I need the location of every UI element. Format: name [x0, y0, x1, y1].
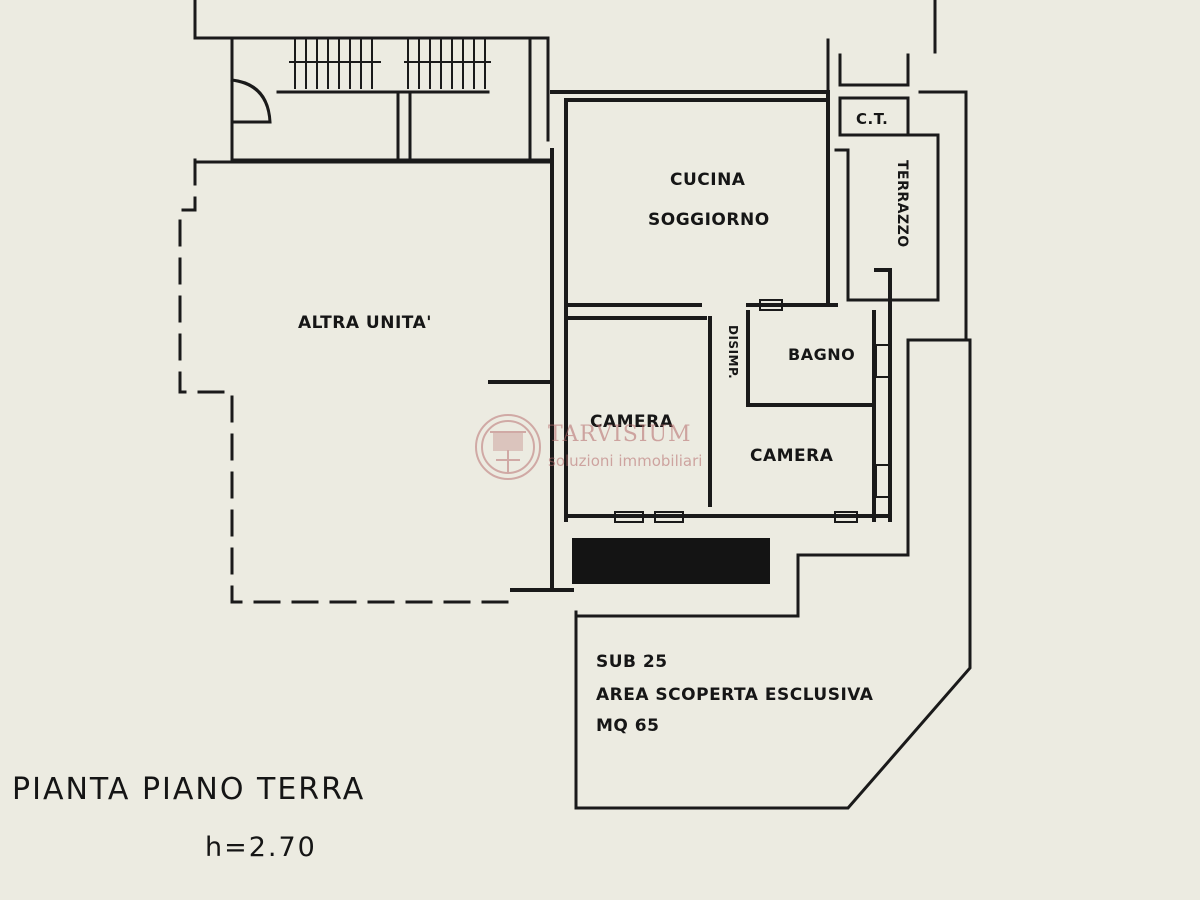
room-label-camera-2: CAMERA — [750, 446, 834, 466]
exterior-area-outline — [574, 338, 972, 810]
area-size-label: MQ 65 — [596, 716, 660, 736]
watermark-brand: TARVISIUM — [548, 422, 692, 447]
watermark-logo — [475, 414, 541, 480]
plan-title: PIANTA PIANO TERRA — [12, 772, 366, 807]
other-unit-outline — [178, 158, 554, 604]
room-label-altra-unita: ALTRA UNITA' — [298, 313, 432, 333]
ceiling-height: h=2.70 — [205, 832, 317, 863]
stairs-area — [193, 0, 937, 162]
room-label-disimp: DISIMP. — [726, 325, 740, 380]
area-sub-label: SUB 25 — [596, 652, 668, 672]
room-label-terrazzo: TERRAZZO — [894, 160, 910, 248]
room-label-camera-1: CAMERA — [590, 412, 674, 432]
hatched-wall — [572, 538, 770, 584]
area-description-label: AREA SCOPERTA ESCLUSIVA — [596, 685, 874, 705]
room-label-cucina: CUCINA — [670, 170, 746, 190]
room-label-ct: C.T. — [856, 110, 889, 128]
watermark-tagline: soluzioni immobiliari — [548, 452, 703, 470]
room-label-soggiorno: SOGGIORNO — [648, 210, 770, 230]
terrace-outline — [834, 53, 968, 342]
room-label-bagno: BAGNO — [788, 345, 856, 364]
apartment-walls — [510, 90, 892, 592]
